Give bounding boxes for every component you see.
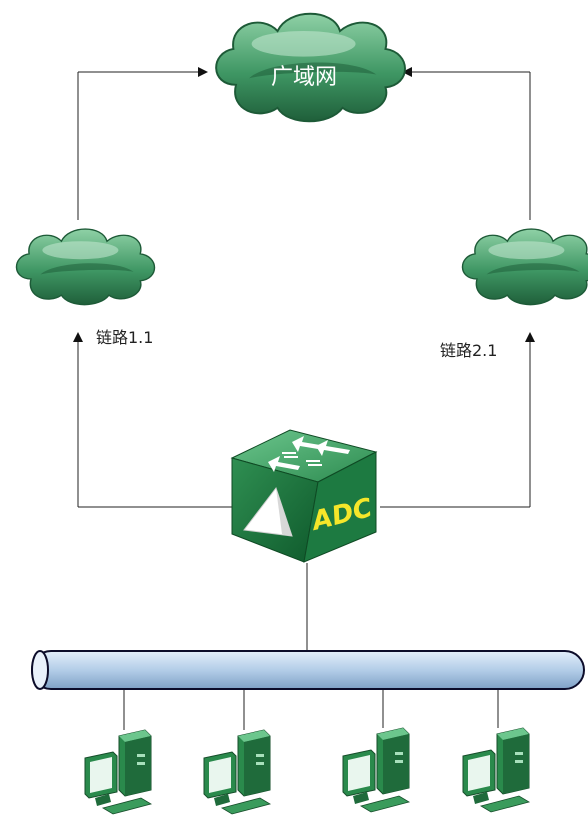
link-cloud-right xyxy=(461,228,588,306)
link-label-right: 链路2.1 xyxy=(440,341,498,360)
adc-device: ADC xyxy=(230,429,378,563)
link-cloud-left xyxy=(15,228,156,306)
lan-bus xyxy=(31,650,585,690)
connector-lines xyxy=(73,67,535,730)
link-label-left: 链路1.1 xyxy=(96,328,154,347)
client-pc-3 xyxy=(342,727,410,813)
wan-label: 广域网 xyxy=(271,65,337,90)
client-pc-1 xyxy=(84,729,152,815)
client-pc-4 xyxy=(462,727,530,813)
traffic-arrows-icon xyxy=(268,436,350,472)
client-pc-2 xyxy=(203,729,271,815)
